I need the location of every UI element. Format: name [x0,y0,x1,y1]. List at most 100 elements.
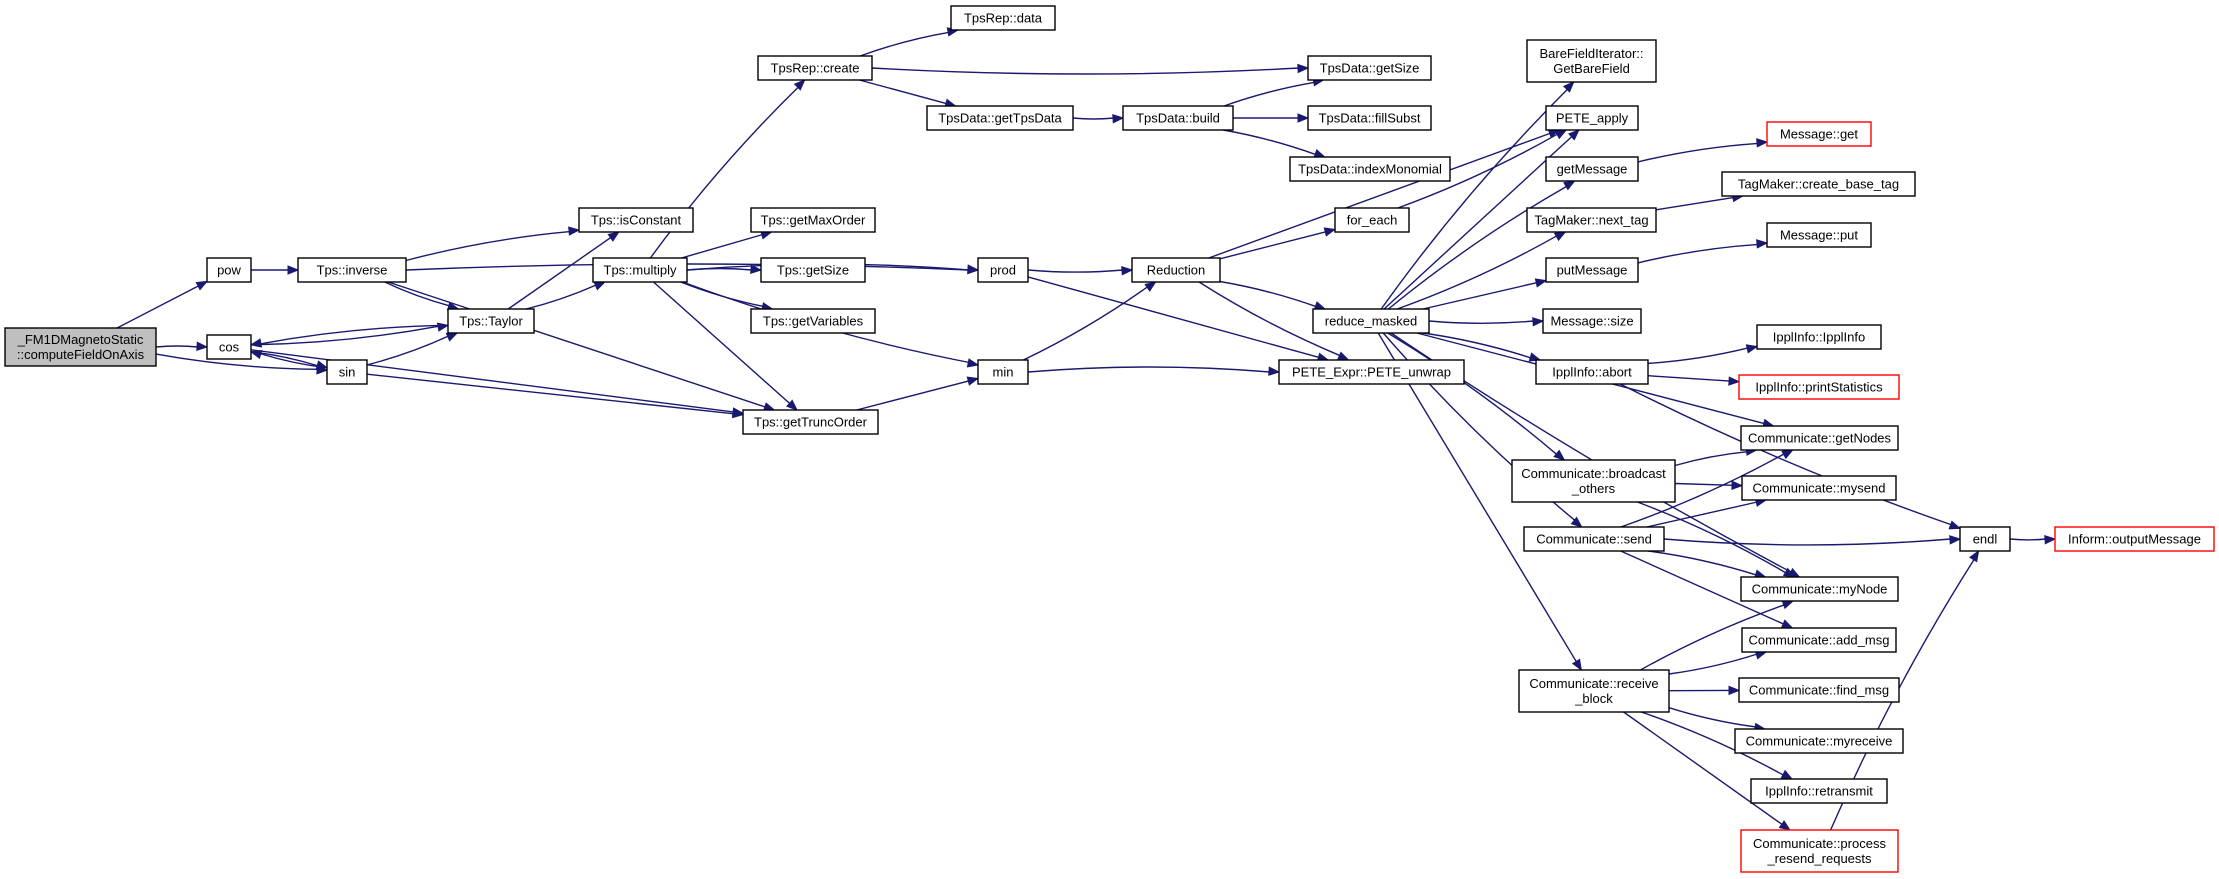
node-pow[interactable]: pow [206,257,252,283]
node-root[interactable]: _FM1DMagnetoStatic::computeFieldOnAxis [4,327,157,367]
edge-line [1223,129,1317,156]
edge-line [859,79,948,105]
edge-line [155,353,319,370]
node-putmessage[interactable]: putMessage [1545,257,1639,283]
node-pete-apply[interactable]: PETE_apply [1545,105,1639,131]
arrowhead [1534,278,1548,288]
edge-line [366,335,449,366]
node-box [1523,526,1665,552]
node-box [977,257,1029,283]
edge-line [1637,501,1787,574]
edge-tpsdata_build-to-tpsdata_getsize [1223,77,1325,107]
node-comm-send[interactable]: Communicate::send [1523,526,1665,552]
node-label: BareFieldIterator:: [1539,46,1643,61]
node-message-put[interactable]: Message::put [1766,222,1872,248]
node-box [1766,121,1872,147]
node-tps-getvariables[interactable]: Tps::getVariables [750,308,876,334]
edge-line [1648,550,1757,576]
node-barefield[interactable]: BareFieldIterator::GetBareField [1526,39,1657,83]
node-pete-unwrap[interactable]: PETE_Expr::PETE_unwrap [1278,359,1465,385]
function-nodes: _FM1DMagnetoStatic::computeFieldOnAxis po… [4,5,2215,873]
node-label: Communicate::mysend [1753,481,1886,496]
node-reduction[interactable]: Reduction [1131,257,1221,283]
node-message-size[interactable]: Message::size [1542,308,1642,334]
node-tps-getmaxorder[interactable]: Tps::getMaxOrder [750,207,876,233]
edge-comm_receive-to-comm_process [1623,711,1791,831]
node-getmessage[interactable]: getMessage [1545,156,1639,182]
edge-line [653,281,791,405]
node-tps-isconstant[interactable]: Tps::isConstant [578,207,694,233]
node-comm-findmsg[interactable]: Communicate::find_msg [1738,677,1900,703]
node-tpsdata-gettpsdata[interactable]: TpsData::getTpsData [926,105,1074,131]
edge-line [116,284,200,329]
node-ippl-abort[interactable]: IpplInfo::abort [1535,359,1649,385]
node-tps-multiply[interactable]: Tps::multiply [592,257,688,283]
arrowhead [1778,820,1791,831]
edge-reduce_masked-to-getmessage [1387,180,1576,310]
node-comm-getnodes[interactable]: Communicate::getNodes [1740,425,1899,451]
node-tpsdata-fillsubst[interactable]: TpsData::fillSubst [1307,105,1432,131]
node-tpsdata-indexmonomial[interactable]: TpsData::indexMonomial [1289,156,1451,182]
node-prod[interactable]: prod [977,257,1029,283]
edge-line [405,230,571,262]
node-cos[interactable]: cos [206,334,252,360]
node-ippl-retransmit[interactable]: IpplInfo::retransmit [1750,778,1888,804]
node-box [1535,359,1649,385]
arrowhead [1728,685,1741,696]
node-box [206,334,252,360]
node-tpsrep-create[interactable]: TpsRep::create [757,55,873,81]
node-comm-mynode[interactable]: Communicate::myNode [1740,576,1899,602]
node-label: TpsData::getTpsData [938,111,1062,126]
node-for-each[interactable]: for_each [1334,207,1410,233]
node-comm-addmsg[interactable]: Communicate::add_msg [1741,627,1897,653]
edge-line [1027,276,1320,359]
node-label: TpsData::build [1136,111,1220,126]
node-label: Reduction [1147,263,1206,278]
arrowhead [607,231,620,242]
arrowhead [1949,535,1962,545]
node-comm-broadcast[interactable]: Communicate::broadcast_others [1511,459,1676,503]
node-ippl-printstats[interactable]: IpplInfo::printStatistics [1738,374,1900,400]
arrowhead [750,264,763,275]
node-tps-getsize[interactable]: Tps::getSize [760,257,866,283]
node-comm-mysend[interactable]: Communicate::mysend [1741,475,1897,501]
node-tps-taylor[interactable]: Tps::Taylor [447,308,535,334]
node-tps-inverse[interactable]: Tps::inverse [297,257,407,283]
node-min[interactable]: min [977,359,1029,385]
node-tpsdata-build[interactable]: TpsData::build [1122,105,1234,131]
node-reduce-masked[interactable]: reduce_masked [1312,308,1430,334]
node-box [1545,156,1639,182]
node-box [742,409,879,435]
node-message-get[interactable]: Message::get [1766,121,1872,147]
node-sin[interactable]: sin [326,359,368,385]
edge-comm_broadcast-to-comm_mynode [1637,501,1796,578]
edge-line [1387,332,1558,456]
node-tpsdata-getsize[interactable]: TpsData::getSize [1307,55,1432,81]
node-comm-myreceive[interactable]: Communicate::myreceive [1734,728,1904,754]
arrowhead [1571,658,1582,672]
edge-line [1663,538,1952,546]
arrowhead [1144,281,1157,292]
node-comm-receive[interactable]: Communicate::receive_block [1518,669,1670,713]
node-label: TpsData::fillSubst [1319,111,1421,126]
edge-line [384,281,450,307]
node-box [1740,576,1899,602]
edge-line [649,86,800,259]
node-ippl-ipplinfo[interactable]: IpplInfo::IpplInfo [1756,324,1882,350]
node-box [1738,374,1900,400]
node-tagmaker-create[interactable]: TagMaker::create_base_tag [1721,171,1916,197]
node-tagmaker-next[interactable]: TagMaker::next_tag [1526,207,1657,233]
node-tps-gettruncorder[interactable]: Tps::getTruncOrder [742,409,879,435]
edge-comm_send-to-comm_addmsg [1620,550,1794,629]
node-endl[interactable]: endl [1959,526,2011,552]
edge-line [1223,81,1315,107]
node-tpsrep-data[interactable]: TpsRep::data [950,5,1056,31]
node-inform-output[interactable]: Inform::outputMessage [2054,526,2215,552]
node-label: cos [219,340,240,355]
edge-tps_inverse-to-tps_taylor [384,281,460,311]
node-label: GetBareField [1553,61,1630,76]
node-comm-process[interactable]: Communicate::process_resend_requests [1740,829,1899,873]
node-box [760,257,866,283]
node-label: PETE_apply [1556,111,1629,126]
